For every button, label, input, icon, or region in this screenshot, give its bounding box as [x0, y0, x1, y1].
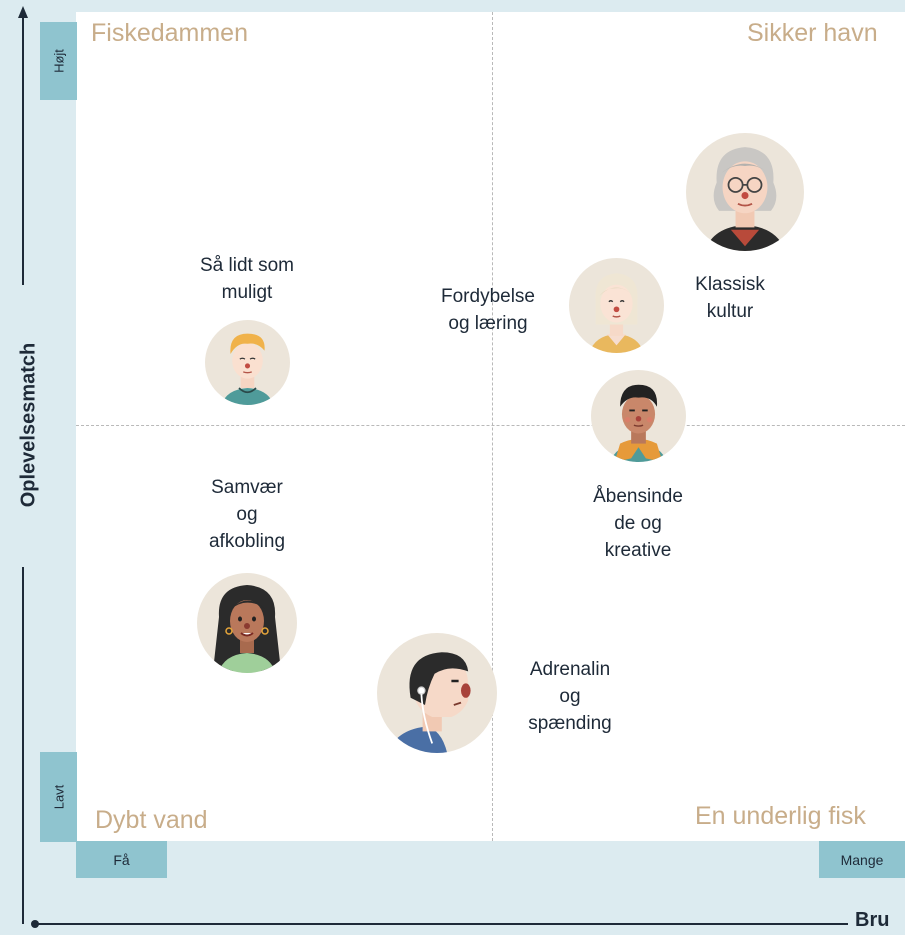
y-axis-title: Oplevelsesmatch — [17, 342, 40, 508]
y-axis-arrowhead-icon — [18, 6, 28, 18]
x-tick-low: Få — [76, 841, 167, 878]
woman-earrings-icon — [197, 573, 297, 673]
x-axis-title: Bru — [855, 909, 890, 931]
segment-label-fordybelse: Fordybelse og læring — [441, 286, 535, 334]
x-tick-high: Mange — [819, 841, 905, 878]
horizontal-divider — [76, 425, 905, 426]
y-tick-high: Højt — [40, 22, 77, 100]
segment-label-adrenalin: Adrenalin og spænding — [528, 659, 612, 734]
segment-label-aabensinde: Åbensinde de og kreative — [593, 486, 683, 561]
elderly-woman-glasses-icon — [686, 133, 804, 251]
quadrant-label-bottom-right: En underlig fisk — [695, 802, 866, 830]
segment-label-klassisk: Klassisk kultur — [695, 274, 765, 322]
y-tick-low: Lavt — [40, 752, 77, 842]
man-scarf-icon — [591, 370, 686, 462]
young-man-blond-icon — [205, 320, 290, 405]
quadrant-label-bottom-left: Dybt vand — [95, 806, 208, 834]
segment-label-samvaer: Samvær og afkobling — [208, 477, 286, 552]
quadrant-label-top-right: Sikker havn — [747, 19, 878, 47]
blonde-woman-icon — [569, 258, 664, 353]
man-profile-earphone-icon — [377, 633, 497, 753]
quadrant-label-top-left: Fiskedammen — [91, 19, 248, 47]
vertical-divider — [492, 12, 493, 841]
segment-label-so-lidt: Så lidt som muligt — [200, 255, 294, 303]
